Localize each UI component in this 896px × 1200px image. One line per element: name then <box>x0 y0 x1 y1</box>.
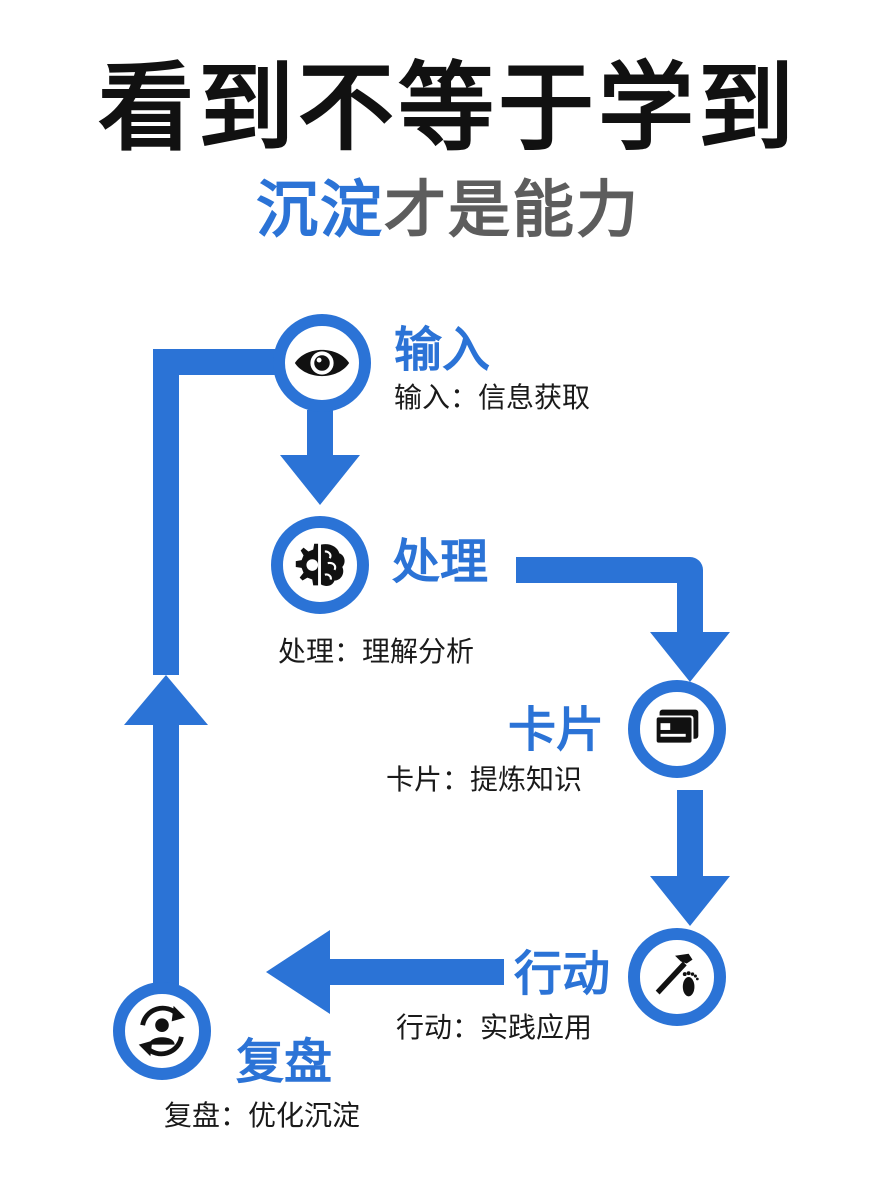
arrow-card-action-head <box>650 876 730 926</box>
step-input-label: 输入 <box>394 322 491 378</box>
refresh-person-icon <box>138 1005 186 1057</box>
step-card-node <box>628 680 726 778</box>
step-input-node <box>273 314 371 412</box>
step-card-label: 卡片 <box>508 702 605 758</box>
arrow-input-process-head <box>280 455 360 505</box>
arrow-action-review-head <box>266 930 330 1014</box>
subtitle-accent: 沉淀 <box>255 173 384 246</box>
step-review-label: 复盘 <box>236 1034 333 1090</box>
step-review-node <box>113 982 211 1080</box>
cards-icon <box>654 709 699 745</box>
step-action-desc: 行动：实践应用 <box>396 1011 593 1044</box>
step-action-node <box>628 928 726 1026</box>
step-process-label: 处理 <box>392 534 489 590</box>
step-action-label: 行动 <box>514 946 611 1002</box>
eye-icon <box>294 349 350 377</box>
step-input-desc: 输入：信息获取 <box>394 381 591 414</box>
step-process-desc: 处理：理解分析 <box>278 635 475 668</box>
page-title: 看到不等于学到 <box>98 52 798 164</box>
arrow-process-card-head <box>650 632 730 682</box>
arrow-process-card-line <box>516 557 703 640</box>
step-card-desc: 卡片：提炼知识 <box>386 763 583 796</box>
subtitle-rest: 才是能力 <box>384 173 641 246</box>
hammer-footprint-icon <box>655 953 699 997</box>
arrow-up-head <box>124 675 208 725</box>
page-subtitle: 沉淀才是能力 <box>0 170 896 250</box>
step-review-desc: 复盘：优化沉淀 <box>164 1099 361 1132</box>
brain-gear-icon <box>295 543 345 586</box>
loop-line-top <box>153 349 286 675</box>
step-process-node <box>271 516 369 614</box>
